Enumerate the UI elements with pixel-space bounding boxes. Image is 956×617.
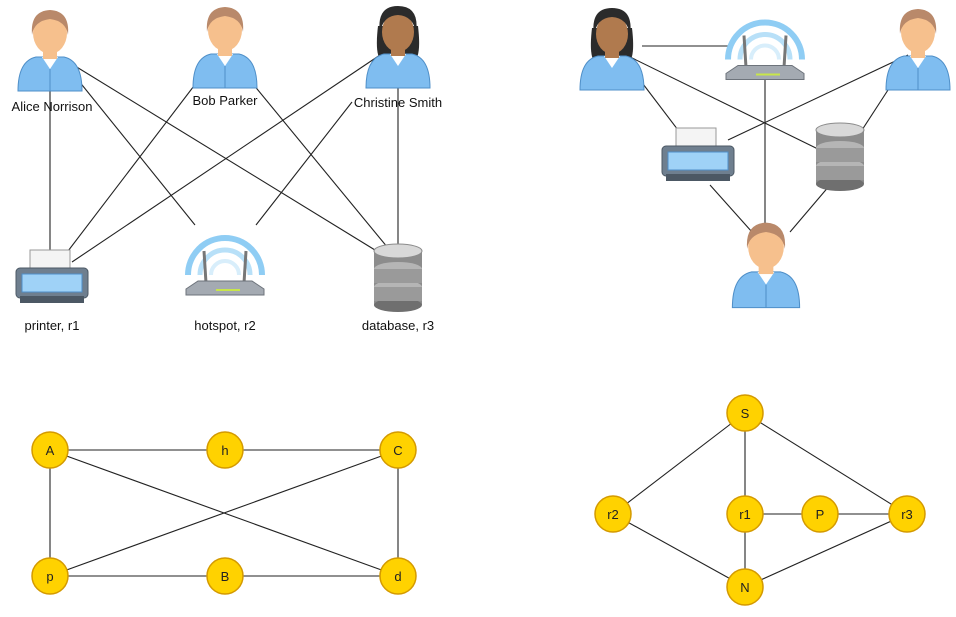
resource-label-printer: printer, r1 [25,318,80,333]
edge-database-bottom [789,184,831,233]
edge-alice-database [61,57,389,259]
edge-dark-printer [639,79,679,131]
node-label-B: B [221,569,230,584]
edge-r2-N [612,513,746,588]
database-icon-right [815,122,865,192]
node-label-A: A [46,443,55,458]
edge-printer-bottom [709,184,753,233]
bottom-left-graph: A h C p B d [31,431,417,595]
hotspot-icon [186,238,264,295]
edge-bob-printer [64,77,201,256]
person-label-christine: Christine Smith [354,95,442,110]
edge-gray-printer [727,54,909,141]
node-h: h [206,431,244,469]
node-S: S [726,394,764,432]
printer-icon-right [661,127,735,182]
person-label-bob: Bob Parker [192,93,258,108]
node-label-r2: r2 [607,507,619,522]
edge-christine-hotspot [255,101,353,226]
node-label-N: N [740,580,749,595]
top-right-network [579,7,951,309]
edge-dark-database [627,55,821,151]
edge-S-r3 [744,412,908,515]
node-label-h: h [221,443,228,458]
node-r1: r1 [726,495,764,533]
edge-C-p [49,449,399,577]
node-r3: r3 [888,495,926,533]
node-label-S: S [741,406,750,421]
resource-label-hotspot: hotspot, r2 [194,318,255,333]
person-gray-icon [885,8,951,91]
edge-christine-printer [71,54,381,263]
bottom-right-graph: S r2 r1 P r3 N [594,394,926,606]
person-alice-icon [17,9,83,92]
node-label-r1: r1 [739,507,751,522]
node-N: N [726,568,764,606]
database-icon [373,243,423,313]
node-label-p: p [46,569,53,584]
edge-bob-database [247,77,389,249]
person-brown-icon [731,222,801,309]
person-label-alice: Alice Norrison [12,99,93,114]
node-p: p [31,557,69,595]
node-label-d: d [394,569,401,584]
person-christine-icon [365,5,431,89]
node-label-C: C [393,443,402,458]
node-label-r3: r3 [901,507,913,522]
top-left-network: Alice Norrison Bob Parker Christine Smit… [12,5,442,333]
node-P: P [801,495,839,533]
edge-gray-database [861,89,889,131]
node-B: B [206,557,244,595]
node-C: C [379,431,417,469]
top-left-edges [49,54,399,263]
person-dark-icon [579,7,645,91]
resource-label-database: database, r3 [362,318,434,333]
edge-S-r2 [612,412,746,515]
bottom-right-edges [612,412,908,588]
top-right-edges [627,45,909,233]
bottom-left-edges [49,449,399,577]
hotspot-icon-right [726,23,804,80]
person-bob-icon [192,6,258,89]
node-d: d [379,557,417,595]
edge-alice-hotspot [69,69,196,226]
node-r2: r2 [594,495,632,533]
node-label-P: P [816,507,825,522]
edge-r3-N [744,513,908,588]
node-A: A [31,431,69,469]
